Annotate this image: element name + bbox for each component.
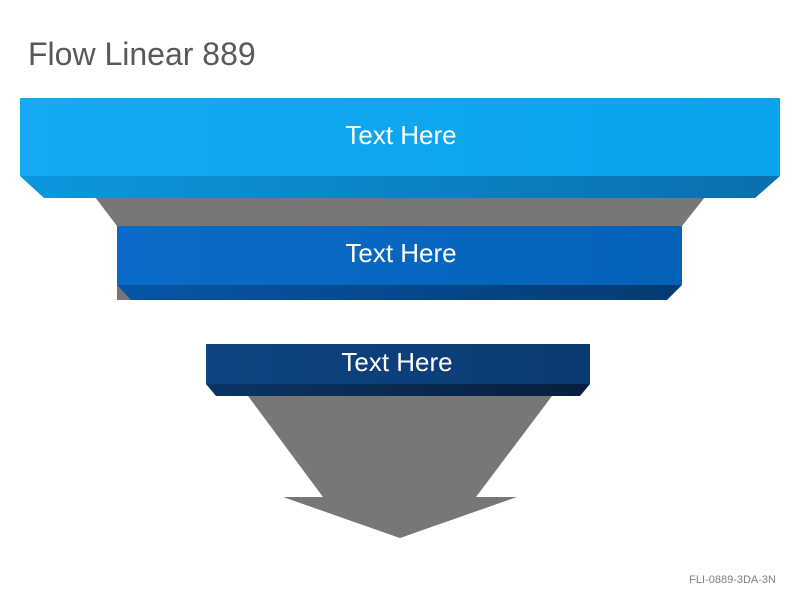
slide-code: FLI-0889-3DA-3N (689, 574, 776, 586)
funnel-step-1-bottom-face (20, 176, 780, 198)
funnel-step-3-front-face (206, 344, 590, 384)
funnel-step-1: Text Here (20, 98, 780, 198)
funnel-step-2: Text Here (117, 226, 682, 300)
funnel-step-2-label: Text Here (345, 238, 456, 268)
funnel-step-3-label: Text Here (341, 347, 452, 377)
funnel-step-3-bottom-face (206, 384, 590, 396)
funnel-step-1-label: Text Here (345, 120, 456, 150)
funnel-step-2-bottom-face (117, 285, 682, 300)
funnel-step-2-front-face (117, 226, 682, 285)
funnel-step-3: Text Here (206, 344, 590, 396)
slide-title: Flow Linear 889 (28, 36, 256, 72)
funnel-step-1-front-face (20, 98, 780, 176)
